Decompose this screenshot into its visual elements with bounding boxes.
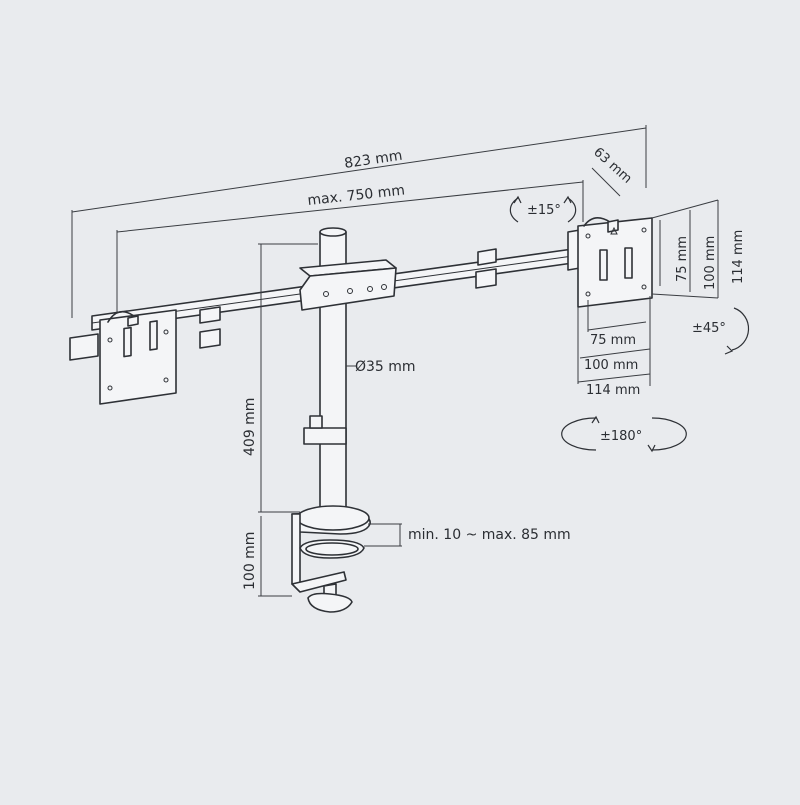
label-tilt: ±15°: [527, 203, 561, 218]
vesa-horizontal-dims: [577, 296, 651, 386]
label-desk-thickness: min. 10 ~ max. 85 mm: [408, 527, 571, 543]
rotate-indicator: [561, 415, 687, 453]
label-vesa-v-75: 75 mm: [675, 236, 690, 282]
vesa-vertical-dims: [651, 199, 719, 299]
central-bracket: [299, 259, 397, 311]
label-vesa-h-114: 114 mm: [586, 383, 640, 398]
pole: [319, 227, 347, 521]
label-vesa-h-75: 75 mm: [590, 333, 636, 348]
label-max-span: max. 750 mm: [307, 183, 406, 209]
label-pole-height: 409 mm: [242, 398, 258, 456]
label-vesa-v-114: 114 mm: [731, 230, 746, 284]
dimension-823: [71, 125, 647, 318]
label-rotate: ±180°: [600, 429, 642, 444]
dimension-409: [258, 243, 318, 513]
label-mount-depth: 63 mm: [590, 145, 634, 187]
dimension-63: [591, 167, 621, 197]
right-vesa-plate: [567, 217, 653, 308]
label-swivel: ±45°: [692, 321, 726, 336]
label-vesa-h-100: 100 mm: [584, 358, 638, 373]
label-clamp-height: 100 mm: [242, 532, 258, 590]
left-vesa-plate: [69, 309, 177, 405]
label-pole-diameter: Ø35 mm: [355, 359, 416, 375]
pole-cable-clip: [303, 415, 347, 445]
desk-clamp: [291, 505, 371, 613]
tilt-indicator: [509, 195, 577, 223]
dimension-desk-thickness: [364, 523, 402, 547]
label-vesa-v-100: 100 mm: [703, 236, 718, 290]
dimension-750: [116, 180, 584, 312]
dimension-100-clamp: [258, 516, 292, 597]
swivel-indicator: [724, 307, 750, 355]
